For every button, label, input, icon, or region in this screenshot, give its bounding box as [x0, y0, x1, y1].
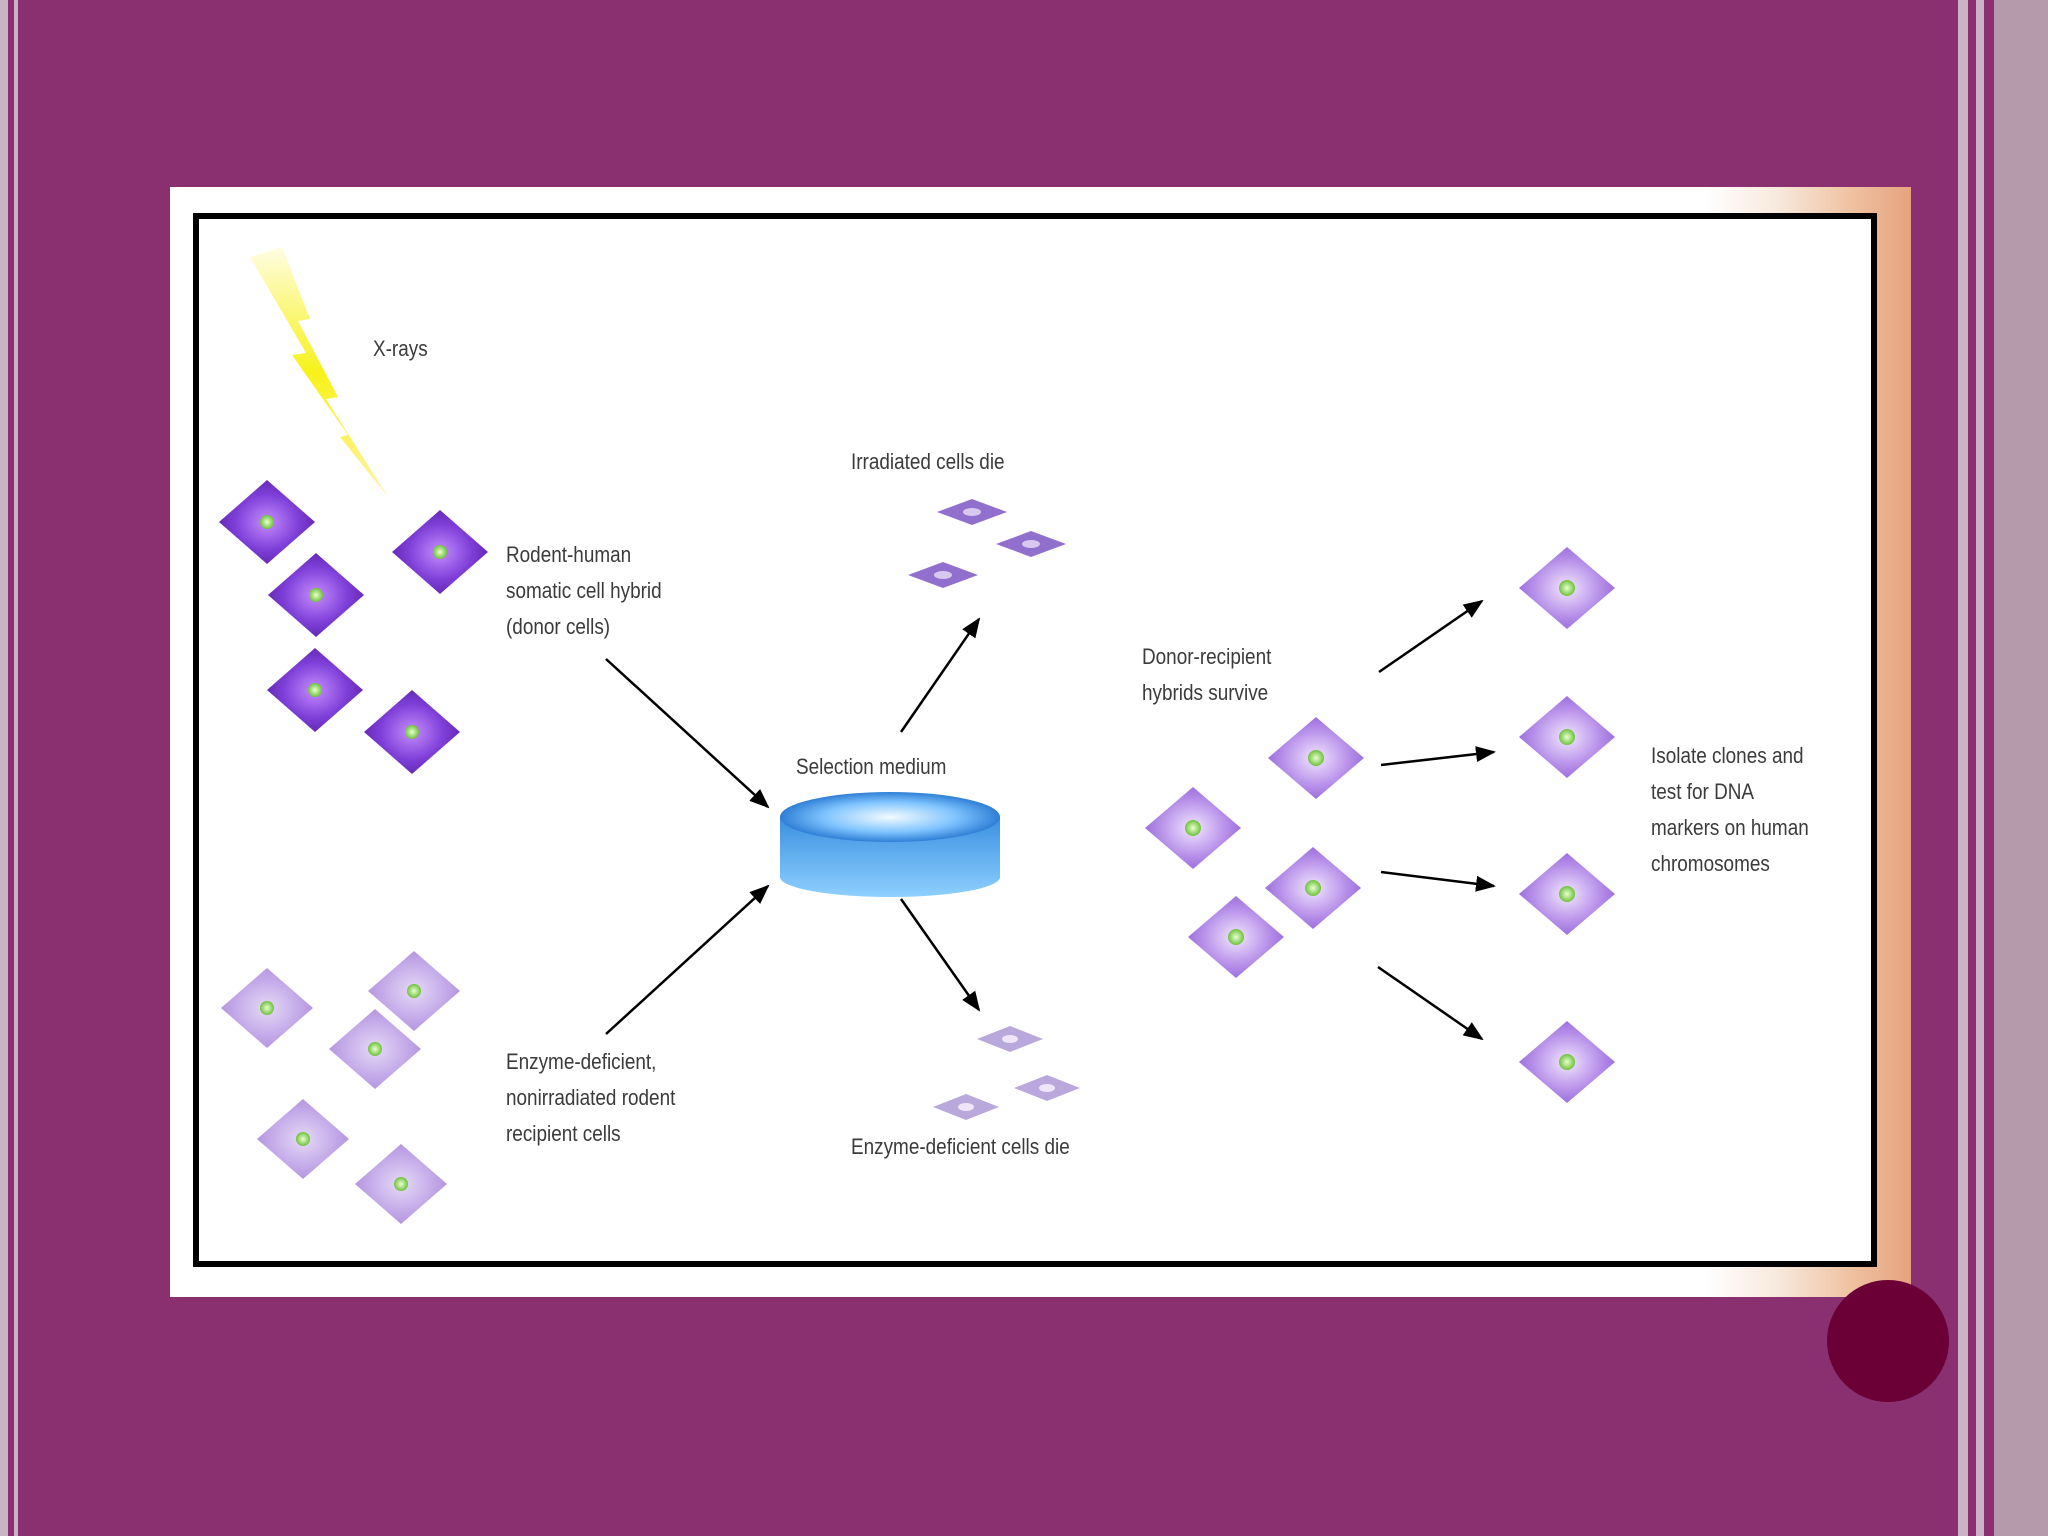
hybrids-survive-label: Donor-recipient hybrids survive	[1142, 644, 1272, 705]
donor-cell-icon	[219, 480, 315, 564]
dying-cell-icon	[996, 531, 1066, 557]
dying-cell-icon	[937, 499, 1007, 525]
hybrid-cell-group	[1145, 717, 1364, 978]
irradiated-cells-die-label: Irradiated cells die	[851, 449, 1005, 474]
recipient-cell-icon	[368, 951, 460, 1031]
hybrid-cell-icon	[1268, 717, 1364, 799]
donor-cells-label: Rodent-human somatic cell hybrid (donor …	[506, 542, 662, 639]
dying-cell-group	[908, 499, 1066, 588]
clone-cell-icon	[1519, 547, 1615, 629]
recipient-cell-icon	[329, 1009, 421, 1089]
clone-cell-icon	[1519, 1021, 1615, 1103]
donor-cell-icon	[364, 690, 460, 774]
hybrid-cell-icon	[1265, 847, 1361, 929]
donor-cell-group	[219, 480, 488, 774]
slide-edge-stripe	[1976, 0, 1984, 1536]
hybrid-cell-icon	[1145, 787, 1241, 869]
arrow-recipient-to-dish	[605, 884, 770, 1035]
selection-dish-icon	[780, 792, 1000, 897]
donor-cell-icon	[267, 648, 363, 732]
clone-cell-icon	[1519, 696, 1615, 778]
donor-cell-icon	[268, 553, 364, 637]
slide-edge-stripe	[0, 0, 8, 1536]
isolate-clones-label: Isolate clones and test for DNA markers …	[1651, 743, 1809, 876]
dying-cell-icon	[908, 562, 978, 588]
dying-cell-group	[933, 1026, 1080, 1120]
hybrid-cell-icon	[1188, 896, 1284, 978]
arrow-to-clone	[1378, 599, 1484, 674]
dying-cell-icon	[977, 1026, 1043, 1052]
recipient-cell-icon	[257, 1099, 349, 1179]
clone-cell-group	[1519, 547, 1615, 1103]
recipient-cells-label: Enzyme-deficient, nonirradiated rodent r…	[506, 1049, 676, 1146]
slide-edge-stripe	[1958, 0, 1968, 1536]
radiation-hybrid-diagram	[219, 247, 1615, 1224]
recipient-cell-icon	[221, 968, 313, 1048]
clone-cell-icon	[1519, 853, 1615, 935]
nav-circle[interactable]	[1827, 1280, 1949, 1402]
enzyme-deficient-die-label: Enzyme-deficient cells die	[851, 1134, 1070, 1159]
arrow-to-clone	[1380, 870, 1496, 892]
slide-image: X-rays Rodent-human somatic cell hybrid …	[170, 187, 1911, 1297]
dying-cell-icon	[933, 1094, 999, 1120]
dying-cell-icon	[1014, 1075, 1080, 1101]
recipient-cell-group	[221, 951, 460, 1224]
slide-edge-stripe	[14, 0, 18, 1536]
arrow-to-clone	[1377, 965, 1484, 1041]
arrow-donor-to-dish	[605, 658, 770, 809]
xrays-label: X-rays	[373, 336, 428, 361]
donor-cell-icon	[392, 510, 488, 594]
arrow-to-clone	[1380, 746, 1496, 767]
arrow-dish-to-irradiated	[899, 617, 981, 733]
recipient-cell-icon	[355, 1144, 447, 1224]
slide-edge-stripe	[1994, 0, 2048, 1536]
arrow-dish-to-enzyme-die	[899, 898, 981, 1012]
xray-bolt-icon	[250, 247, 388, 497]
selection-medium-label: Selection medium	[796, 754, 947, 779]
